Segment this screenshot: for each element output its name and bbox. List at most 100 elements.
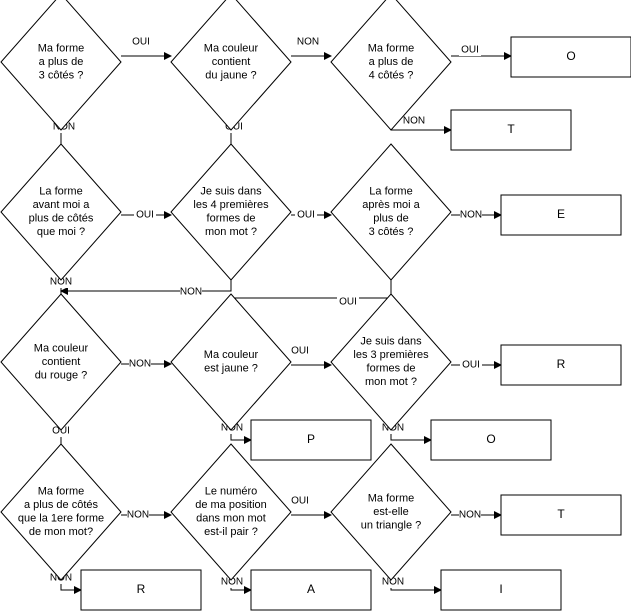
connector-label-text: NON	[221, 577, 243, 588]
decision-text-line: plus de côtés	[29, 213, 94, 225]
connector-label-e19: OUI	[50, 425, 72, 437]
connector-label-e23: NON	[221, 576, 243, 588]
decision-text-line: formes de	[367, 363, 416, 375]
result-r_p: P	[250, 419, 372, 461]
connector-label-e12: OUI	[337, 296, 359, 308]
result-box	[450, 109, 572, 151]
connector-label-e13: NON	[129, 358, 151, 370]
connector-label-text: NON	[50, 277, 72, 288]
decision-text-line: Ma forme	[38, 486, 84, 498]
connector-label-e7: OUI	[134, 209, 156, 221]
decision-text-line: contient	[42, 356, 81, 368]
result-letter: P	[307, 432, 315, 446]
connector-label-text: OUI	[339, 297, 357, 308]
decision-text-line: avant moi a	[33, 199, 91, 211]
result-r_t1: T	[450, 109, 572, 151]
result-letter: T	[557, 507, 565, 521]
connector-label-e11: NON	[180, 286, 202, 298]
decision-text-line: Ma forme	[368, 492, 414, 504]
connector-label-e1: OUI	[130, 36, 152, 48]
decision-diamond	[0, 443, 122, 581]
result-r_i: I	[440, 569, 562, 611]
result-box	[430, 419, 552, 461]
result-letter: I	[499, 582, 502, 596]
result-letter: A	[307, 582, 315, 596]
result-letter: T	[507, 122, 515, 136]
connector-label-e24: NON	[382, 576, 404, 588]
connector-label-text: OUI	[297, 210, 315, 221]
result-r_r1: R	[500, 344, 622, 386]
result-r_o2: O	[430, 419, 552, 461]
result-box	[500, 344, 622, 386]
connector-label-e15: OUI	[289, 345, 311, 357]
connector-label-text: NON	[460, 210, 482, 221]
result-r_r2: R	[80, 569, 202, 611]
decision-diamond	[170, 0, 292, 131]
connector-e11	[60, 274, 232, 295]
decision-text-line: les 3 premières	[353, 349, 429, 361]
decision-diamond	[0, 143, 122, 281]
decision-text-line: formes de	[207, 213, 256, 225]
connector-label-text: OUI	[136, 210, 154, 221]
decision-text-line: est-il pair ?	[204, 526, 258, 538]
decision-text-line: du jaune ?	[205, 69, 256, 81]
decision-text-line: a plus de côtés	[24, 499, 98, 511]
result-letter: O	[566, 49, 575, 63]
connector-label-text: NON	[403, 116, 425, 127]
connector-label-text: NON	[127, 510, 149, 521]
decision-text-line: dans mon mot	[196, 513, 266, 525]
decision-d8: Ma couleur est jaune ?	[170, 293, 292, 431]
decision-text-line: de ma position	[195, 499, 267, 511]
connector-label-text: OUI	[132, 37, 150, 48]
connector-label-text: NON	[129, 359, 151, 370]
connector-label-text: NON	[459, 510, 481, 521]
connector-label-e4: NON	[403, 115, 425, 127]
decision-text-line: Ma forme	[368, 42, 414, 54]
connector-label-text: NON	[382, 577, 404, 588]
decision-diamond	[330, 0, 452, 131]
decision-diamond	[170, 143, 292, 281]
decision-text-line: Ma couleur	[204, 42, 259, 54]
decision-diamond	[330, 443, 452, 581]
result-r_o1: O	[510, 36, 631, 78]
decision-text-line: Le numéro	[205, 486, 258, 498]
decision-text-line: La forme	[39, 186, 82, 198]
result-letter: R	[137, 582, 146, 596]
result-letter: E	[557, 207, 565, 221]
connector-label-e8: OUI	[295, 209, 317, 221]
decision-text-line: Ma couleur	[34, 342, 89, 354]
decision-diamond	[0, 0, 122, 131]
result-box	[510, 36, 631, 78]
decision-text-line: 4 côtés ?	[369, 69, 414, 81]
decision-text-line: contient	[212, 56, 251, 68]
decision-text-line: Je suis dans	[200, 186, 262, 198]
decision-text-line: plus de	[373, 213, 408, 225]
decision-text-line: Ma couleur	[204, 349, 259, 361]
decision-text-line: La forme	[369, 186, 412, 198]
connector-label-text: OUI	[52, 426, 70, 437]
connector-label-text: OUI	[291, 496, 309, 507]
decision-text-line: Je suis dans	[360, 336, 422, 348]
decision-text-line: mon mot ?	[205, 226, 257, 238]
connector-label-e20: OUI	[289, 495, 311, 507]
connector-label-text: OUI	[462, 360, 480, 371]
result-box	[80, 569, 202, 611]
decision-diamond	[330, 143, 452, 281]
result-box	[440, 569, 562, 611]
decision-text-line: que la 1ere forme	[18, 513, 104, 525]
decision-text-line: est-elle	[373, 506, 408, 518]
result-r_t2: T	[500, 494, 622, 536]
connector-label-e21: NON	[459, 509, 481, 521]
decision-text-line: est jaune ?	[204, 363, 258, 375]
decision-diamond	[0, 293, 122, 431]
decision-diamond	[170, 443, 292, 581]
